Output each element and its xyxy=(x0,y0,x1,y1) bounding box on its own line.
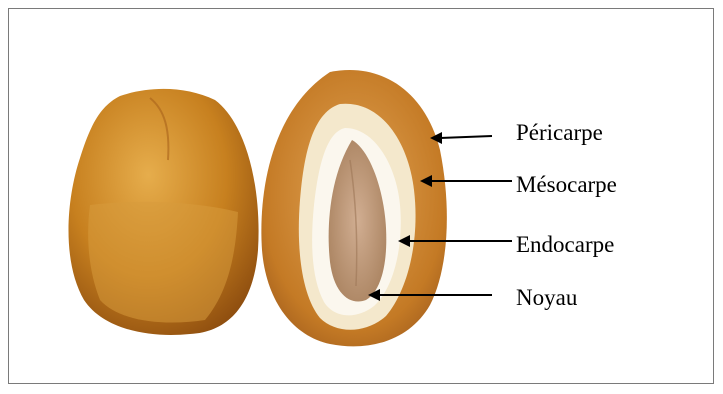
label-endocarpe: Endocarpe xyxy=(516,233,614,256)
label-mesocarpe: Mésocarpe xyxy=(516,173,617,196)
label-noyau: Noyau xyxy=(516,286,577,309)
whole-date-fruit xyxy=(69,89,259,335)
arrow-pericarpe xyxy=(430,132,492,144)
label-pericarpe: Péricarpe xyxy=(516,121,603,144)
cut-date-fruit xyxy=(261,70,446,346)
